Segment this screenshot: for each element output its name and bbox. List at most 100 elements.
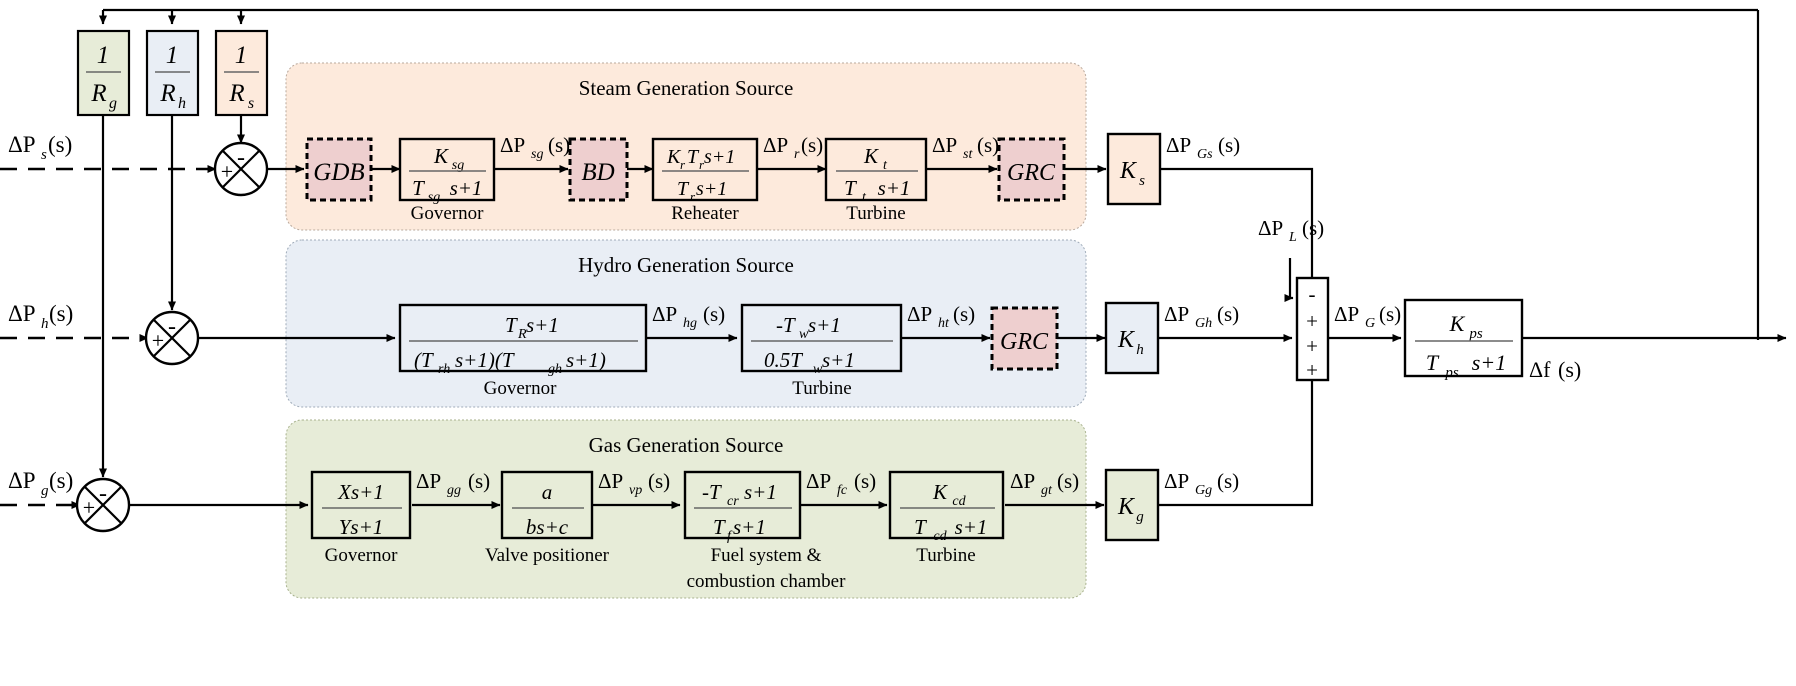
sum-sign-0: -	[1309, 282, 1316, 306]
droop-block-steam: 1 R s	[214, 29, 269, 117]
steam-turbine-block: K t T t s+1 Turbine	[824, 137, 928, 224]
steam-turbine-num-sub: t	[883, 158, 888, 173]
reheater-den-b: s+1	[696, 178, 727, 200]
summer-hydro: - +	[144, 310, 200, 366]
hydro-governor-caption: Governor	[484, 378, 557, 399]
gas-fuel-num-tail: s+1	[744, 480, 777, 504]
steam-gain-label: K	[1119, 158, 1138, 184]
input-label-gas-base: ΔP	[8, 468, 36, 493]
steam-grc-block: GRC	[997, 137, 1066, 202]
dPGg-sub: Gg	[1195, 483, 1212, 498]
summer-gas-top-sign: -	[99, 481, 107, 507]
droop-block-gas: 1 R g	[76, 29, 131, 117]
signal-label-dPGh: ΔP Gh (s)	[1164, 302, 1239, 331]
steam-grc-label: GRC	[1007, 160, 1056, 186]
input-line-hydro: ΔP h (s)	[0, 301, 149, 342]
gas-turb-num: K	[932, 480, 948, 504]
gas-fuel-den-sub: f	[727, 529, 733, 544]
dPvp-base: ΔP	[598, 469, 623, 493]
hydro-grc-block: GRC	[990, 306, 1059, 371]
dPfc-tail: (s)	[854, 469, 876, 493]
bd-block: BD	[568, 137, 629, 202]
reheater-num-k-sub: r	[680, 157, 686, 172]
dPfc-sub: fc	[837, 483, 848, 498]
steam-turbine-caption: Turbine	[846, 203, 905, 224]
gdb-label: GDB	[313, 159, 364, 186]
gas-gain-sub: g	[1136, 509, 1144, 525]
hydro-turbine-caption: Turbine	[792, 378, 851, 399]
sum-sign-3: +	[1306, 358, 1318, 382]
load-disturbance-label: ΔP L (s)	[1258, 216, 1324, 245]
feedback-bus	[99, 8, 1760, 340]
dPGs-sub: Gs	[1197, 147, 1213, 162]
droop-output-lines	[99, 115, 245, 478]
summer-hydro-left-sign: +	[152, 328, 164, 353]
ps-num-sub: ps	[1468, 326, 1483, 342]
reheater-num-k: K	[666, 146, 682, 168]
gas-valve-positioner-block: a bs+c Valve positioner	[485, 470, 610, 566]
gas-governor-caption: Governor	[325, 545, 398, 566]
sum-sign-2: +	[1306, 334, 1318, 358]
input-label-gas-sub: g	[41, 483, 49, 499]
dPsg-sub: sg	[531, 147, 543, 162]
hydro-gov-num: T	[505, 313, 518, 337]
gas-valve-caption: Valve positioner	[485, 545, 610, 566]
droop-hydro-den-sub: h	[178, 95, 186, 112]
steam-turbine-den-b: s+1	[878, 176, 911, 200]
dPG-tail: (s)	[1379, 302, 1401, 326]
summer-hydro-top-sign: -	[168, 314, 176, 340]
gas-fuel-caption-2: combustion chamber	[687, 571, 846, 592]
gas-fuel-caption-1: Fuel system &	[711, 545, 822, 566]
summer-gas-left-sign: +	[83, 495, 95, 520]
hydro-gov-den-sub2: gh	[548, 362, 562, 377]
signal-label-dPvp: ΔP vp (s)	[598, 469, 670, 498]
steam-reheater-caption: Reheater	[671, 203, 739, 224]
signal-label-dPht: ΔP ht (s)	[907, 302, 975, 331]
gas-fuel-num: -T	[702, 480, 722, 504]
droop-steam-denominator: R	[228, 80, 244, 107]
dPr-base: ΔP	[763, 133, 788, 157]
summer-gas: - +	[75, 477, 131, 533]
gas-gain-label: K	[1117, 494, 1136, 520]
gas-governor-block: Xs+1 Ys+1 Governor	[310, 470, 412, 566]
signal-label-dPst: ΔP st (s)	[932, 133, 999, 162]
dPL-sub: L	[1288, 230, 1297, 245]
dPgg-tail: (s)	[468, 469, 490, 493]
droop-gas-den-sub: g	[109, 95, 117, 112]
dPGs-base: ΔP	[1166, 133, 1191, 157]
gas-turb-den-tail: s+1	[955, 515, 988, 539]
gas-turb-den-sub: cd	[933, 529, 947, 544]
group-label-hydro: Hydro Generation Source	[578, 253, 794, 277]
steam-governor-num-sub: sg	[452, 158, 464, 173]
dPGh-base: ΔP	[1164, 302, 1189, 326]
signal-label-dPfc: ΔP fc (s)	[806, 469, 876, 498]
gas-fuel-system-block: -T cr s+1 T f s+1 Fuel system & combusti…	[683, 470, 846, 592]
dPr-tail: (s)	[801, 133, 823, 157]
dPvp-tail: (s)	[648, 469, 670, 493]
steam-governor-block: K sg T sg s+1 Governor	[398, 137, 496, 224]
summer-steam: - +	[213, 141, 269, 197]
gas-fuel-den: T	[713, 515, 726, 539]
group-label-gas: Gas Generation Source	[589, 433, 784, 457]
gas-turb-den: T	[914, 515, 927, 539]
hydro-gov-den-mid: s+1)(T	[455, 348, 515, 372]
input-line-steam: ΔP s (s)	[0, 132, 217, 173]
dPgt-base: ΔP	[1010, 469, 1035, 493]
input-label-steam-tail: (s)	[48, 132, 72, 157]
dPgt-tail: (s)	[1057, 469, 1079, 493]
dPL-base: ΔP	[1258, 216, 1283, 240]
gas-turbine-block: K cd T cd s+1 Turbine	[888, 470, 1005, 566]
steam-turbine-den-a: T	[844, 176, 857, 200]
gas-wires	[129, 365, 1316, 509]
input-label-gas-tail: (s)	[49, 468, 73, 493]
gas-gov-den: Ys+1	[339, 515, 384, 539]
reheater-num-tail: s+1	[704, 146, 735, 168]
droop-steam-numerator: 1	[235, 42, 248, 69]
dPgg-base: ΔP	[416, 469, 441, 493]
reheater-den-a: T	[677, 178, 690, 200]
dPsg-tail: (s)	[548, 133, 570, 157]
droop-block-hydro: 1 R h	[145, 29, 200, 117]
summer-steam-top-sign: -	[237, 145, 245, 171]
hydro-gain-sub: h	[1136, 342, 1144, 358]
